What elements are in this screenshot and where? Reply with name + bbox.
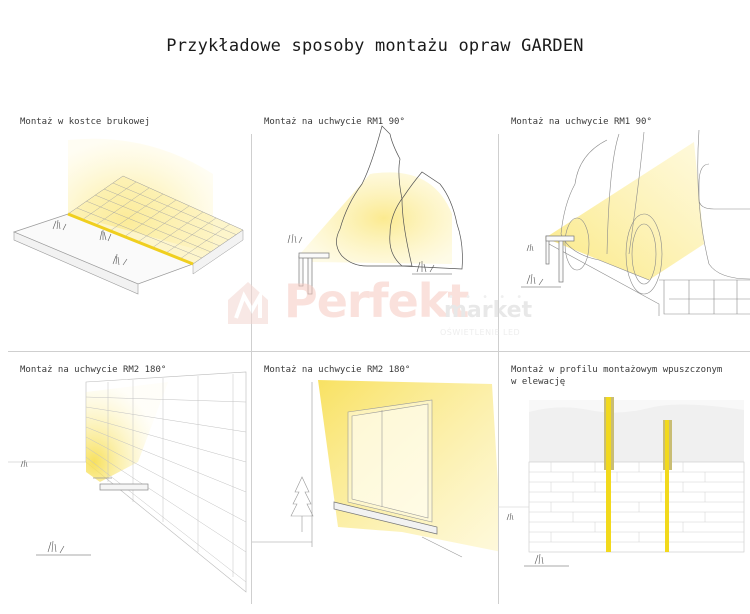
panel-label: Montaż na uchwycie RM1 90° [264, 117, 405, 127]
panel-rm1-tree: Montaż na uchwycie RM1 90° [252, 104, 498, 351]
mounting-examples-grid: Montaż w kostce brukowej [8, 104, 750, 604]
panel-rm2-window: Montaż na uchwycie RM2 180° [252, 352, 498, 604]
panel-label: Montaż na uchwycie RM1 90° [511, 117, 652, 127]
tree-uplight-icon [287, 125, 463, 295]
paving-stone-icon [13, 138, 244, 295]
panel-recessed-profile: Montaż w profilu montażowym wpuszczonym … [499, 352, 750, 604]
divider-vertical-2 [498, 134, 499, 604]
divider-horizontal [8, 351, 750, 352]
recessed-profile-icon [499, 397, 745, 567]
panel-rm1-car: Montaż na uchwycie RM1 90° [499, 104, 750, 351]
panel-label: Montaż w profilu montażowym wpuszczonym … [511, 365, 723, 387]
panel-label: Montaż w kostce brukowej [20, 117, 151, 127]
divider-vertical-1 [251, 134, 252, 604]
panel-label: Montaż na uchwycie RM2 180° [264, 365, 411, 375]
panel-rm2-wall: Montaż na uchwycie RM2 180° [8, 352, 251, 604]
page-title: Przykładowe sposoby montażu opraw GARDEN [166, 36, 584, 56]
panel-paving-stone: Montaż w kostce brukowej [8, 104, 251, 351]
panel-label: Montaż na uchwycie RM2 180° [20, 365, 167, 375]
car-driveway-icon [521, 129, 750, 316]
window-facade-icon [252, 380, 498, 558]
brick-wall-wash-icon [8, 371, 247, 593]
